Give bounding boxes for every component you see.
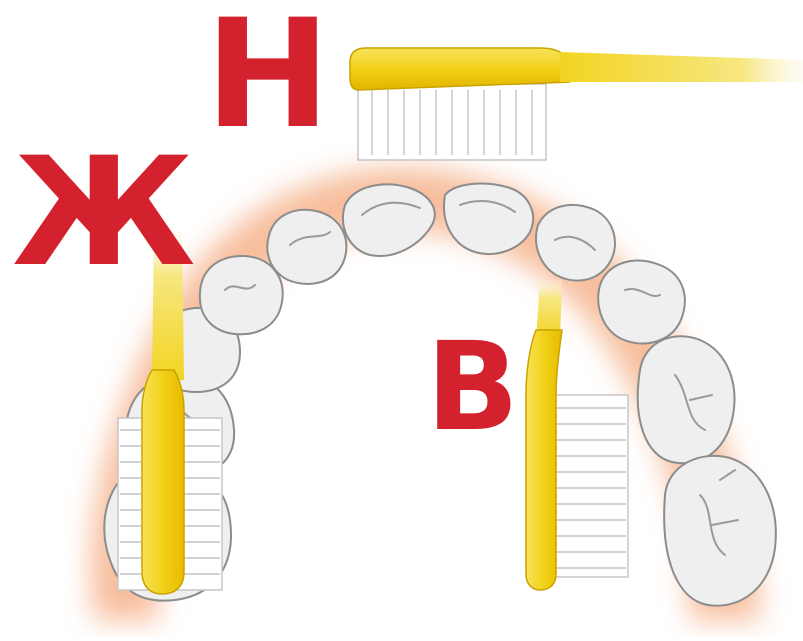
- label-inner-brush: В: [426, 326, 519, 448]
- label-top-brush: Н: [205, 0, 329, 150]
- brush-left-head: [142, 370, 184, 594]
- tooth: [343, 184, 435, 256]
- brush-top: [350, 48, 803, 160]
- tooth: [200, 256, 283, 334]
- label-left-brush: Ж: [12, 138, 196, 288]
- brush-top-bristles: [358, 84, 546, 160]
- brush-inner-head: [526, 330, 562, 590]
- brush-top-head: [350, 48, 570, 90]
- brush-inner-bristles: [548, 395, 628, 577]
- tooth: [267, 210, 346, 284]
- tooth: [598, 261, 685, 344]
- tooth: [536, 205, 615, 281]
- tooth: [444, 184, 533, 254]
- brush-top-handle: [560, 52, 803, 82]
- tooth: [664, 456, 776, 606]
